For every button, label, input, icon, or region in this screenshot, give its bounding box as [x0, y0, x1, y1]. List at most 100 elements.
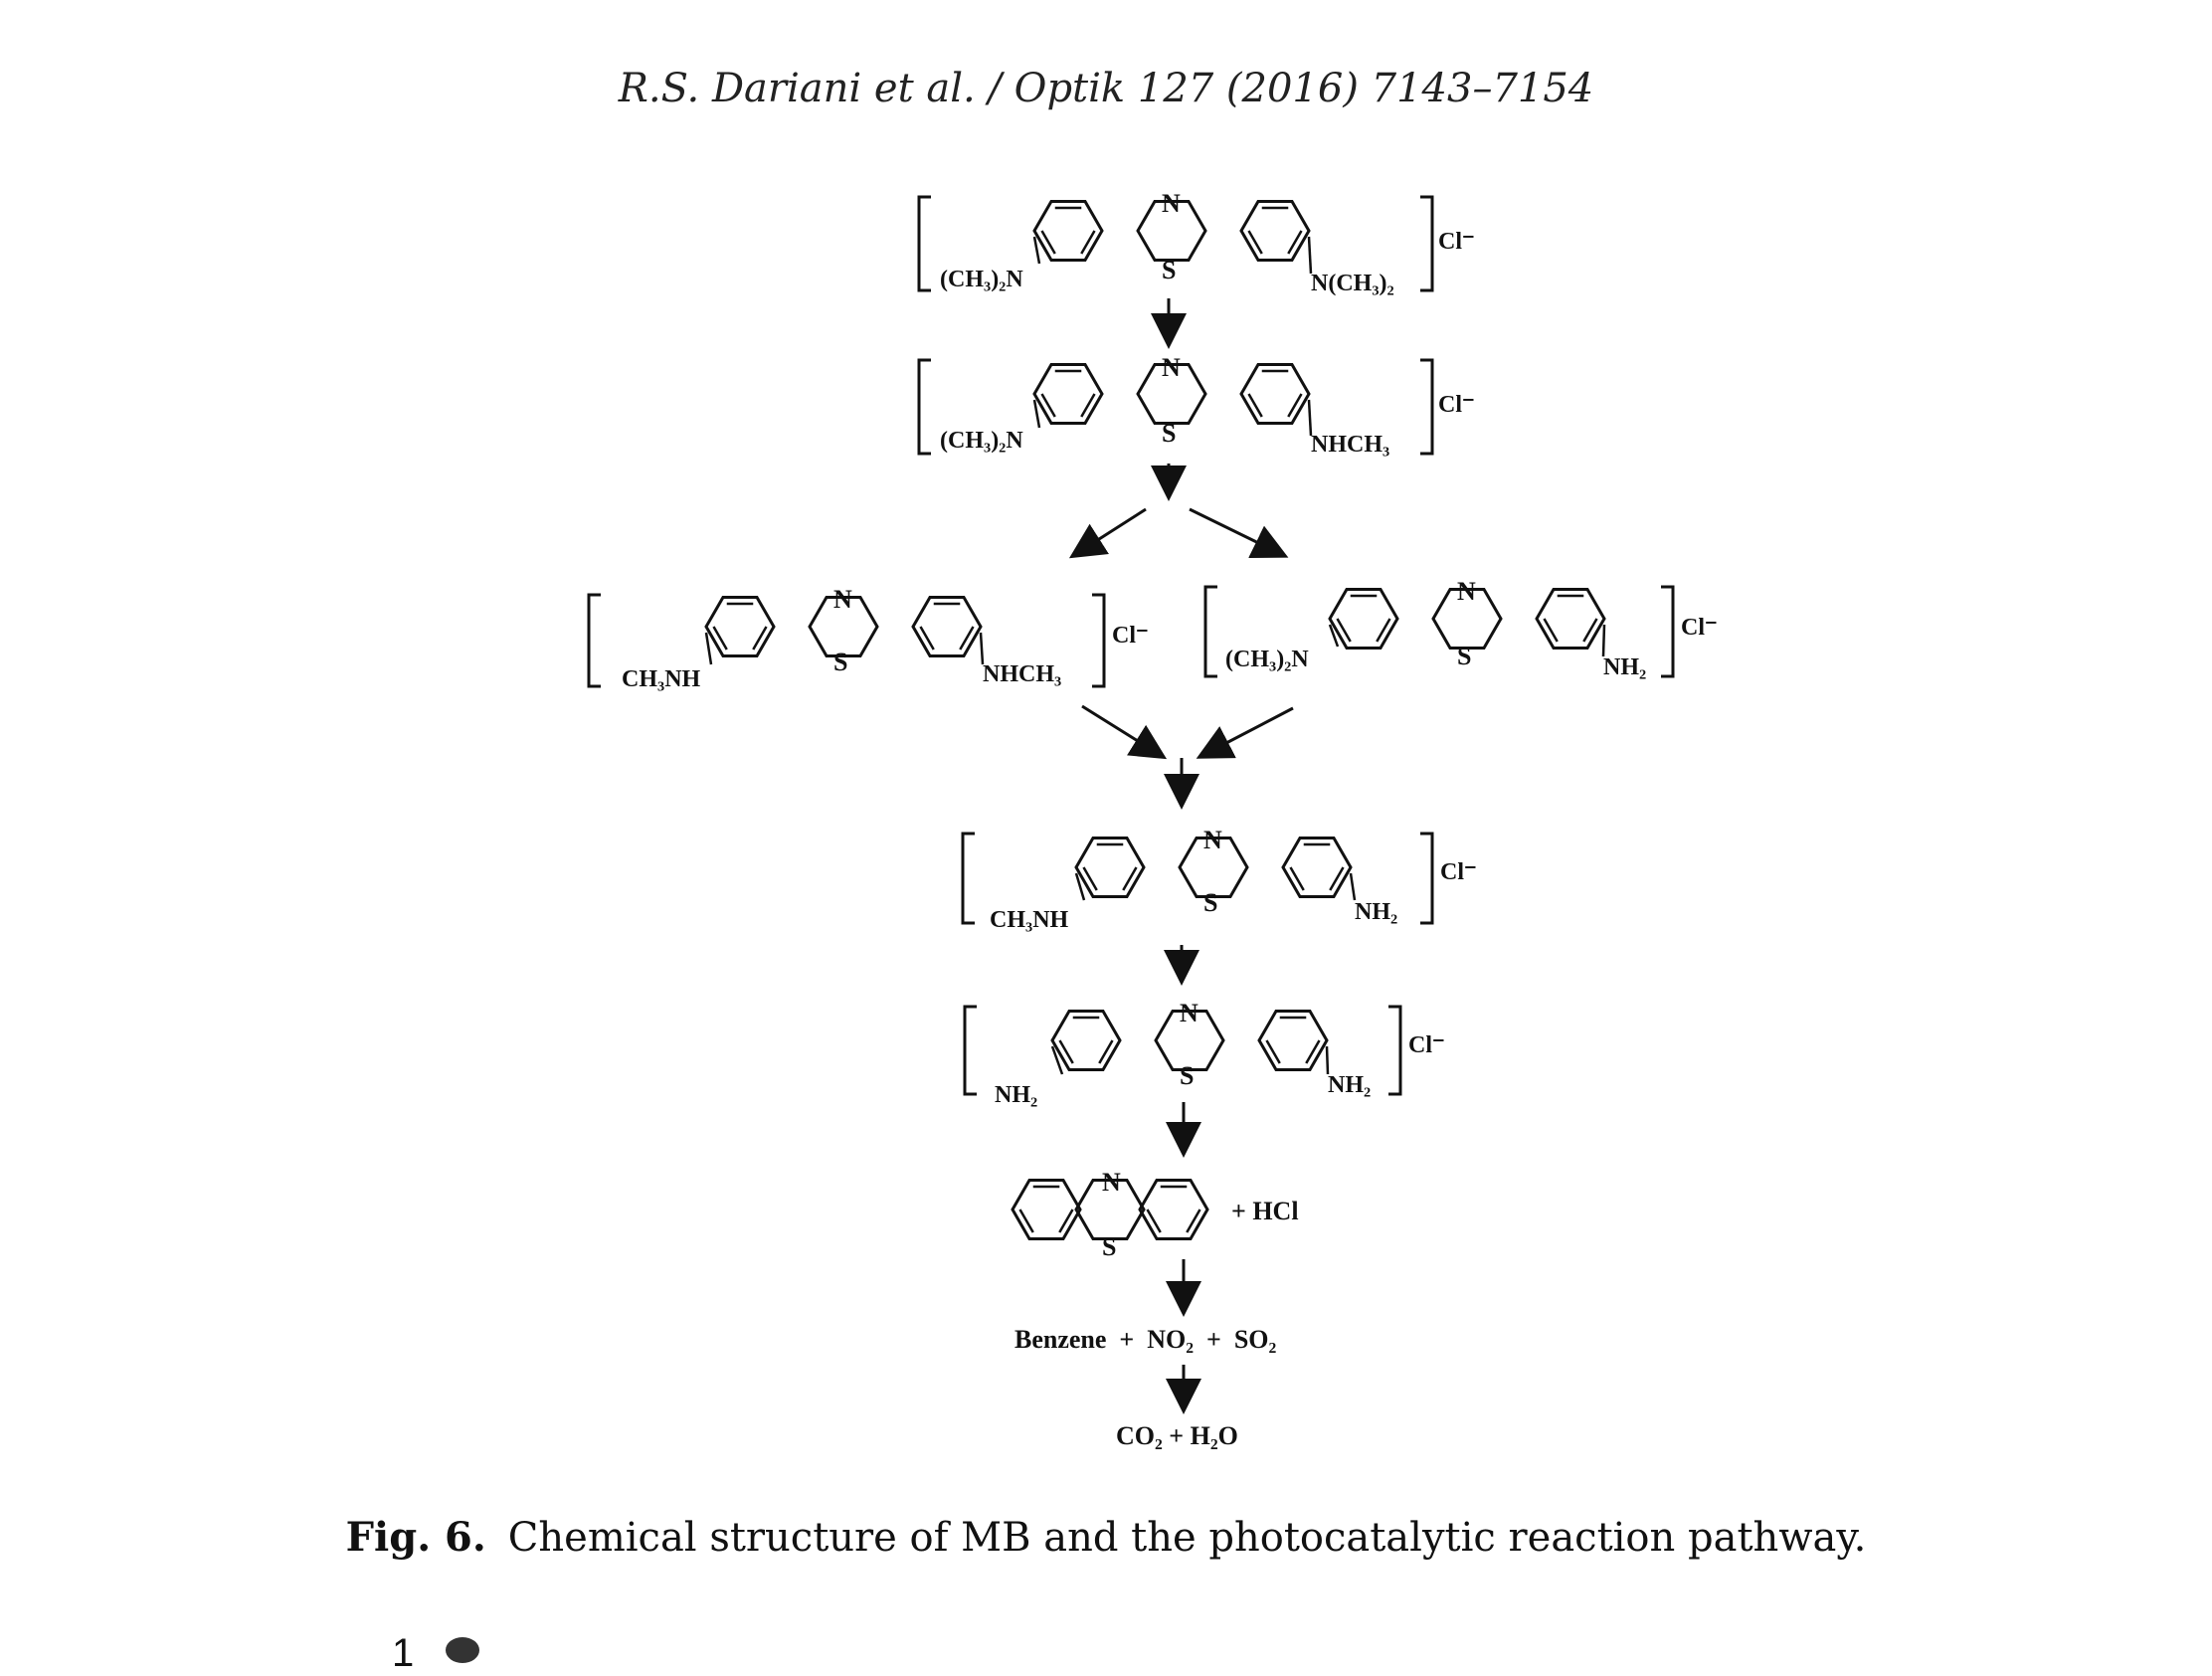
- s5-right-ring: [1257, 1010, 1329, 1071]
- arrow-s3a-converge: [1081, 704, 1168, 760]
- s3b-structure: [1203, 585, 1675, 678]
- s1-right-bond: [1307, 236, 1313, 275]
- caption-text: Chemical structure of MB and the photoca…: [507, 1515, 1867, 1561]
- s4-left-ring-double-bond-1: [1122, 866, 1138, 891]
- phenothiazine-structure: [1011, 1179, 1209, 1240]
- s5-right-bracket: [1388, 1005, 1402, 1096]
- s3b-right-group: NH₂: [1603, 654, 1646, 680]
- caption-label: Fig. 6.: [345, 1514, 486, 1561]
- s4-central-ring: [1178, 837, 1249, 898]
- next-figure-fragment: 1: [392, 1631, 415, 1675]
- molecule-layer: [587, 195, 1675, 1240]
- arrow-s3b-converge: [1196, 706, 1294, 759]
- s5-left-group: NH₂: [995, 1082, 1037, 1108]
- s3b-right-bracket: [1661, 585, 1675, 678]
- s4-left-ring: [1074, 837, 1146, 898]
- s5-central-ring: [1154, 1010, 1225, 1071]
- s3b-left-group: (CH₃)₂N: [1225, 647, 1309, 672]
- s5-ring-n: N: [1180, 999, 1198, 1027]
- s2-central-ring: [1136, 363, 1207, 425]
- s1-right-ring-double-bond-2: [1247, 230, 1263, 255]
- text-layer: (CH₃)₂N N(CH₃)₂ Cl⁻ N S (CH₃)₂N NHCH₃ Cl…: [622, 189, 1718, 1450]
- s3a-right-ring: [911, 596, 983, 657]
- s1-left-ring-double-bond-2: [1040, 230, 1056, 255]
- s1-right-ring: [1239, 200, 1311, 262]
- arrow-branch-right: [1189, 507, 1289, 558]
- s1-central-ring: [1136, 200, 1207, 262]
- s2-left-bond: [1032, 399, 1041, 429]
- s4-left-group: CH₃NH: [990, 907, 1069, 933]
- s5-right-group: NH₂: [1328, 1072, 1371, 1098]
- s4-left-bond: [1074, 872, 1086, 901]
- s3b-left-ring-double-bond-2: [1336, 618, 1352, 643]
- phenothiazine-left-ring: [1011, 1179, 1082, 1240]
- s3b-right-bond: [1601, 624, 1606, 657]
- s3b-left-ring: [1328, 588, 1399, 650]
- s5-cl-label: Cl⁻: [1408, 1032, 1445, 1058]
- s3b-right-ring-double-bond-1: [1582, 618, 1598, 643]
- s3a-right-group: NHCH₃: [983, 661, 1061, 687]
- s2-left-ring-double-bond-2: [1040, 393, 1056, 418]
- running-header: R.S. Dariani et al. / Optik 127 (2016) 7…: [618, 66, 1594, 111]
- s5-left-ring-double-bond-2: [1058, 1039, 1074, 1064]
- s3a-right-ring-double-bond-1: [959, 626, 975, 651]
- s2-ring-n: N: [1162, 353, 1181, 382]
- s2-ring-s: S: [1162, 419, 1176, 448]
- s3a-left-ring: [704, 596, 776, 657]
- s3a-right-ring-double-bond-2: [919, 626, 935, 651]
- s1-cl-label: Cl⁻: [1438, 229, 1475, 255]
- s3b-left-ring-double-bond-1: [1376, 618, 1391, 643]
- s3a-left-bond: [704, 632, 713, 665]
- s3a-left-ring-double-bond-2: [712, 626, 728, 651]
- phenothiazine-right-ring: [1138, 1179, 1209, 1240]
- s4-right-ring-double-bond-1: [1329, 866, 1345, 891]
- phenothiazine-ring-n: N: [1102, 1168, 1121, 1197]
- s4-ring-s: S: [1203, 888, 1217, 917]
- s5-left-ring: [1050, 1010, 1122, 1071]
- s2-right-bond: [1307, 399, 1313, 437]
- s4-right-ring: [1281, 837, 1353, 898]
- s1-structure: [917, 195, 1434, 292]
- s2-structure: [917, 358, 1434, 456]
- s2-right-ring: [1239, 363, 1311, 425]
- s1-left-ring: [1032, 200, 1104, 262]
- s5-left-bracket: [963, 1005, 977, 1096]
- arrow-branch-left: [1068, 507, 1147, 559]
- s4-left-ring-double-bond-2: [1082, 866, 1098, 891]
- s4-right-ring-double-bond-2: [1289, 866, 1305, 891]
- s2-left-bracket: [917, 358, 931, 456]
- final-products: CO₂ + H₂O: [1116, 1421, 1238, 1450]
- s3b-left-bracket: [1203, 585, 1217, 678]
- s1-left-ring-double-bond-1: [1080, 230, 1096, 255]
- s2-right-bracket: [1420, 358, 1434, 456]
- s4-structure: [961, 832, 1434, 925]
- phenothiazine-right-ring-double-bond-1: [1186, 1209, 1201, 1233]
- s5-left-ring-double-bond-1: [1098, 1039, 1114, 1064]
- s5-right-bond: [1325, 1045, 1330, 1075]
- s3b-ring-s: S: [1457, 642, 1471, 670]
- s5-left-bond: [1050, 1045, 1064, 1075]
- s4-right-bracket: [1420, 832, 1434, 925]
- s5-structure: [963, 1005, 1402, 1096]
- s1-right-ring-double-bond-1: [1287, 230, 1303, 255]
- s2-left-group: (CH₃)₂N: [940, 428, 1023, 454]
- s3a-right-bond: [979, 632, 985, 665]
- s1-ring-n: N: [1162, 189, 1181, 218]
- s4-left-bracket: [961, 832, 975, 925]
- s2-left-ring-double-bond-1: [1080, 393, 1096, 418]
- s3b-cl-label: Cl⁻: [1681, 615, 1718, 641]
- s1-right-bracket: [1420, 195, 1434, 292]
- figure-caption: Fig. 6. Chemical structure of MB and the …: [0, 1514, 2212, 1561]
- s3a-cl-label: Cl⁻: [1112, 623, 1149, 649]
- s3a-left-group: CH₃NH: [622, 666, 701, 692]
- phenothiazine-right-ring-double-bond-2: [1146, 1209, 1162, 1233]
- phenothiazine-left-ring-double-bond-1: [1058, 1209, 1074, 1233]
- s3a-right-bracket: [1092, 593, 1106, 688]
- s3b-ring-n: N: [1457, 577, 1476, 606]
- s2-left-ring: [1032, 363, 1104, 425]
- s1-left-group: (CH₃)₂N: [940, 267, 1023, 292]
- s5-right-ring-double-bond-2: [1265, 1039, 1281, 1064]
- arrow-layer: [1068, 298, 1294, 1414]
- degradation-products: Benzene + NO₂ + SO₂: [1014, 1325, 1277, 1354]
